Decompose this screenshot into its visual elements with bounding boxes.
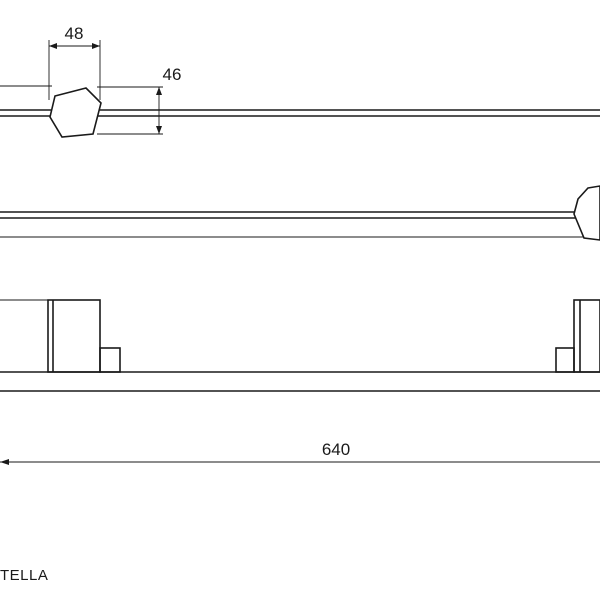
right-bracket [555, 299, 600, 373]
knob-width-label: 48 [65, 24, 84, 43]
arrow-left [49, 43, 57, 49]
arrow-bottom [156, 126, 162, 134]
front-view [0, 299, 600, 392]
left-bracket [0, 299, 121, 373]
dimension-overall-length: 640 [0, 440, 600, 465]
dimension-knob-width: 48 [48, 24, 101, 100]
overall-length-label: 640 [322, 440, 350, 459]
right-bracket-plate [573, 299, 600, 373]
arrow-top [156, 87, 162, 95]
top-knob [49, 87, 102, 138]
arrow-left [0, 459, 9, 465]
knob-height-label: 46 [163, 65, 182, 84]
product-caption: TELLA [0, 567, 48, 584]
middle-knob [573, 185, 600, 241]
left-bracket-step [99, 347, 121, 373]
dimension-knob-height: 46 [97, 65, 182, 135]
right-bracket-step [555, 347, 575, 373]
arrow-right [92, 43, 100, 49]
middle-view [0, 185, 600, 241]
top-view [0, 85, 600, 138]
left-bracket-plate [47, 299, 101, 373]
